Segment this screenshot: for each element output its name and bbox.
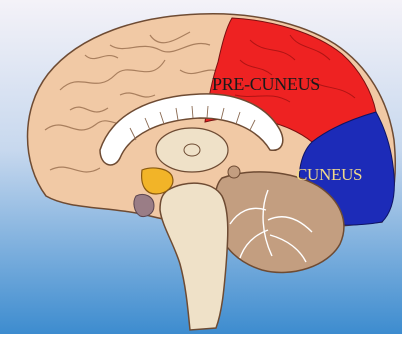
pituitary-gland	[142, 168, 173, 194]
thalamus	[156, 128, 228, 172]
precuneus-label: PRE-CUNEUS	[212, 74, 320, 95]
pineal-gland	[228, 166, 240, 178]
cuneus-label: CUNEUS	[296, 165, 362, 185]
mammillary-body	[134, 194, 154, 216]
